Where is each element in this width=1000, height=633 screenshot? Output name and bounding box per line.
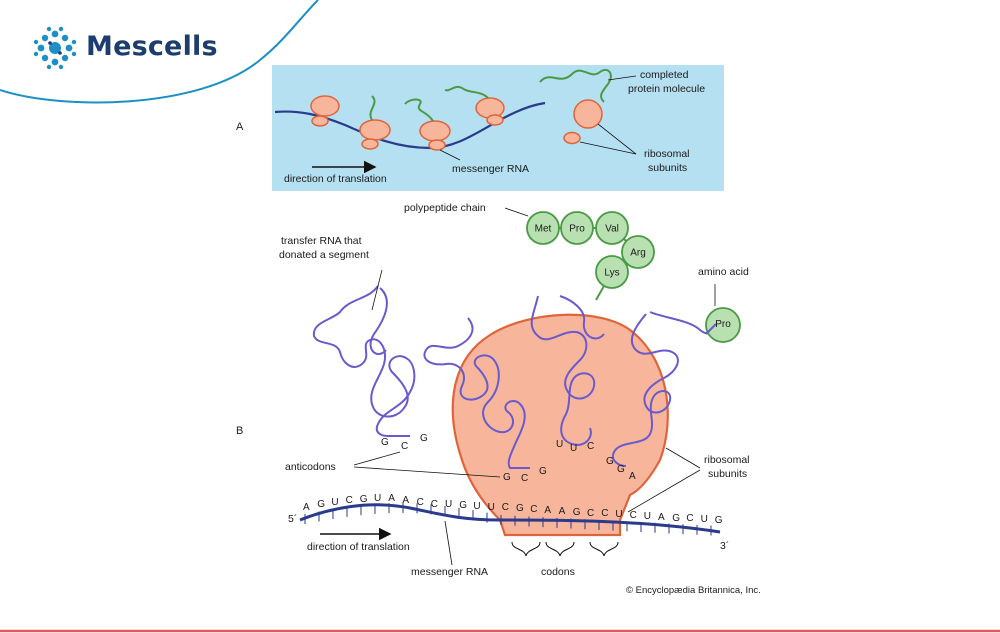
mrna-base: C (601, 508, 609, 520)
panel-a-background (272, 65, 724, 191)
anticodon-base: G (539, 466, 547, 477)
mrna-base: A (558, 505, 566, 517)
panel-a-ribosome-1 (310, 95, 340, 127)
header-swoosh-curve (0, 0, 319, 104)
mrna-base: U (331, 496, 339, 508)
free-amino-acid-label: Pro (715, 319, 731, 330)
anticodon-base: G (381, 437, 389, 448)
amino-acid-circle (595, 211, 629, 245)
mrna-base: G (714, 515, 723, 527)
label-a-messenger-rna: messenger RNA (452, 163, 530, 175)
label-a-subunits: subunits (648, 162, 688, 174)
label-a-direction: direction of translation (284, 173, 387, 185)
label-b-subunits: subunits (708, 468, 748, 480)
mescells-logo-icon (33, 26, 77, 70)
image-credit: © Encyclopædia Britannica, Inc. (626, 585, 761, 596)
mrna-base: U (700, 514, 708, 526)
label-b-direction: direction of translation (307, 541, 410, 553)
anticodon-base: A (629, 471, 636, 482)
codon-brace-3 (589, 541, 619, 557)
label-trna-line2: donated a segment (279, 249, 369, 261)
label-trna-line1: transfer RNA that (281, 235, 362, 247)
mrna-base: U (643, 510, 652, 522)
label-anticodons: anticodons (285, 461, 336, 473)
label-codons: codons (541, 566, 575, 578)
mrna-base: C (629, 510, 637, 522)
anticodon-base: G (617, 464, 625, 475)
mrna-base: U (487, 501, 495, 513)
mrna-base: C (430, 499, 439, 511)
mrna-base: G (459, 499, 467, 511)
anticodon-base: G (606, 456, 614, 467)
amino-acid-circle (621, 235, 655, 269)
mrna-base: G (359, 493, 368, 505)
panel-a-ribosome-3 (404, 98, 451, 151)
label-amino-acid: amino acid (698, 266, 749, 278)
label-protein-molecule: protein molecule (628, 83, 706, 95)
trna-free (312, 285, 416, 437)
mrna-base: G (516, 503, 524, 515)
anticodon-base: C (521, 473, 529, 484)
amino-acid-label: Val (605, 224, 619, 235)
amino-acid-circle (560, 211, 594, 245)
trna-3 (612, 313, 679, 467)
mrna-base: C (530, 504, 538, 516)
mrna-base: A (658, 511, 665, 523)
mrna-base: G (572, 506, 581, 518)
mrna-base: C (501, 502, 510, 514)
anticodon-base: G (503, 472, 511, 483)
codon-brace-1 (511, 541, 541, 557)
label-completed: completed (640, 69, 689, 81)
header-swoosh (0, 0, 320, 108)
mrna-base: G (672, 512, 680, 524)
amino-acid-label: Met (535, 224, 552, 235)
codon-brace-2 (545, 541, 575, 557)
brand-name: Mescells (86, 31, 218, 62)
amino-acid-label: Lys (604, 268, 619, 279)
trna-2 (530, 295, 596, 446)
mrna-base: C (416, 496, 424, 508)
mrna-base: A (303, 502, 310, 514)
anticodon-base: U (556, 439, 564, 450)
label-five-prime: 5´ (288, 513, 298, 525)
anticodon-base: U (570, 443, 578, 454)
label-b-ribosomal: ribosomal (704, 454, 750, 466)
label-polypeptide-chain: polypeptide chain (404, 202, 486, 214)
panel-a-ribosome-2 (359, 95, 391, 150)
mrna-base: U (615, 509, 623, 521)
panel-a-free-large-subunit (573, 99, 603, 129)
panel-a-letter: A (236, 121, 244, 133)
mrna-base: C (587, 507, 595, 519)
panel-b-letter: B (236, 425, 244, 437)
anticodon-base: C (587, 441, 595, 452)
mrna-base: A (402, 494, 410, 506)
amino-acid-label: Pro (569, 224, 585, 235)
mrna-base: A (388, 493, 395, 505)
panel-a-completed-protein (539, 68, 612, 103)
mrna-base: U (445, 499, 453, 510)
mrna-base: G (317, 499, 325, 511)
mrna-base: A (544, 504, 552, 516)
panel-b-ribosome (451, 313, 669, 537)
mrna-base: C (686, 513, 694, 525)
anticodon-base: G (420, 433, 428, 444)
mrna-base: C (345, 494, 353, 506)
mrna-ticks (304, 503, 712, 536)
trna-1 (423, 317, 530, 469)
panel-b-mrna-strand (299, 503, 721, 534)
amino-acid-label: Arg (630, 248, 646, 259)
panel-a-free-small-subunit (563, 131, 581, 145)
anticodon-base: C (401, 441, 409, 452)
label-b-messenger-rna: messenger RNA (411, 566, 489, 578)
free-amino-acid-circle (705, 307, 741, 343)
panel-a-ribosome-4 (444, 85, 505, 126)
amino-acid-circle (595, 255, 629, 289)
mrna-base: U (473, 500, 481, 512)
amino-acid-circle (526, 211, 560, 245)
label-three-prime: 3´ (720, 540, 730, 552)
mrna-base: U (374, 493, 382, 504)
label-a-ribosomal: ribosomal (644, 148, 690, 160)
